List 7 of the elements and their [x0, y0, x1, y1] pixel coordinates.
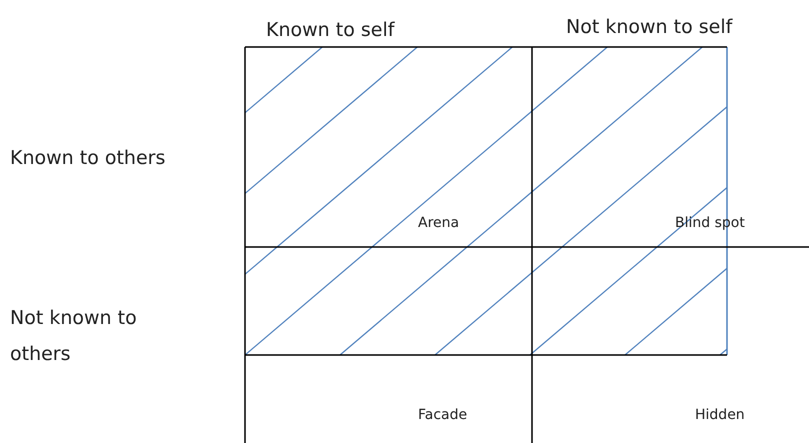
quadrant-label: Facade — [418, 406, 468, 425]
quadrant-label: Hidden — [695, 406, 745, 425]
column-header: Not known to self — [566, 15, 732, 40]
row-header: Known to others — [10, 146, 166, 171]
quadrant-label: Arena — [418, 214, 460, 233]
row-header: Not known to others — [10, 306, 138, 368]
column-header: Known to self — [266, 18, 394, 43]
